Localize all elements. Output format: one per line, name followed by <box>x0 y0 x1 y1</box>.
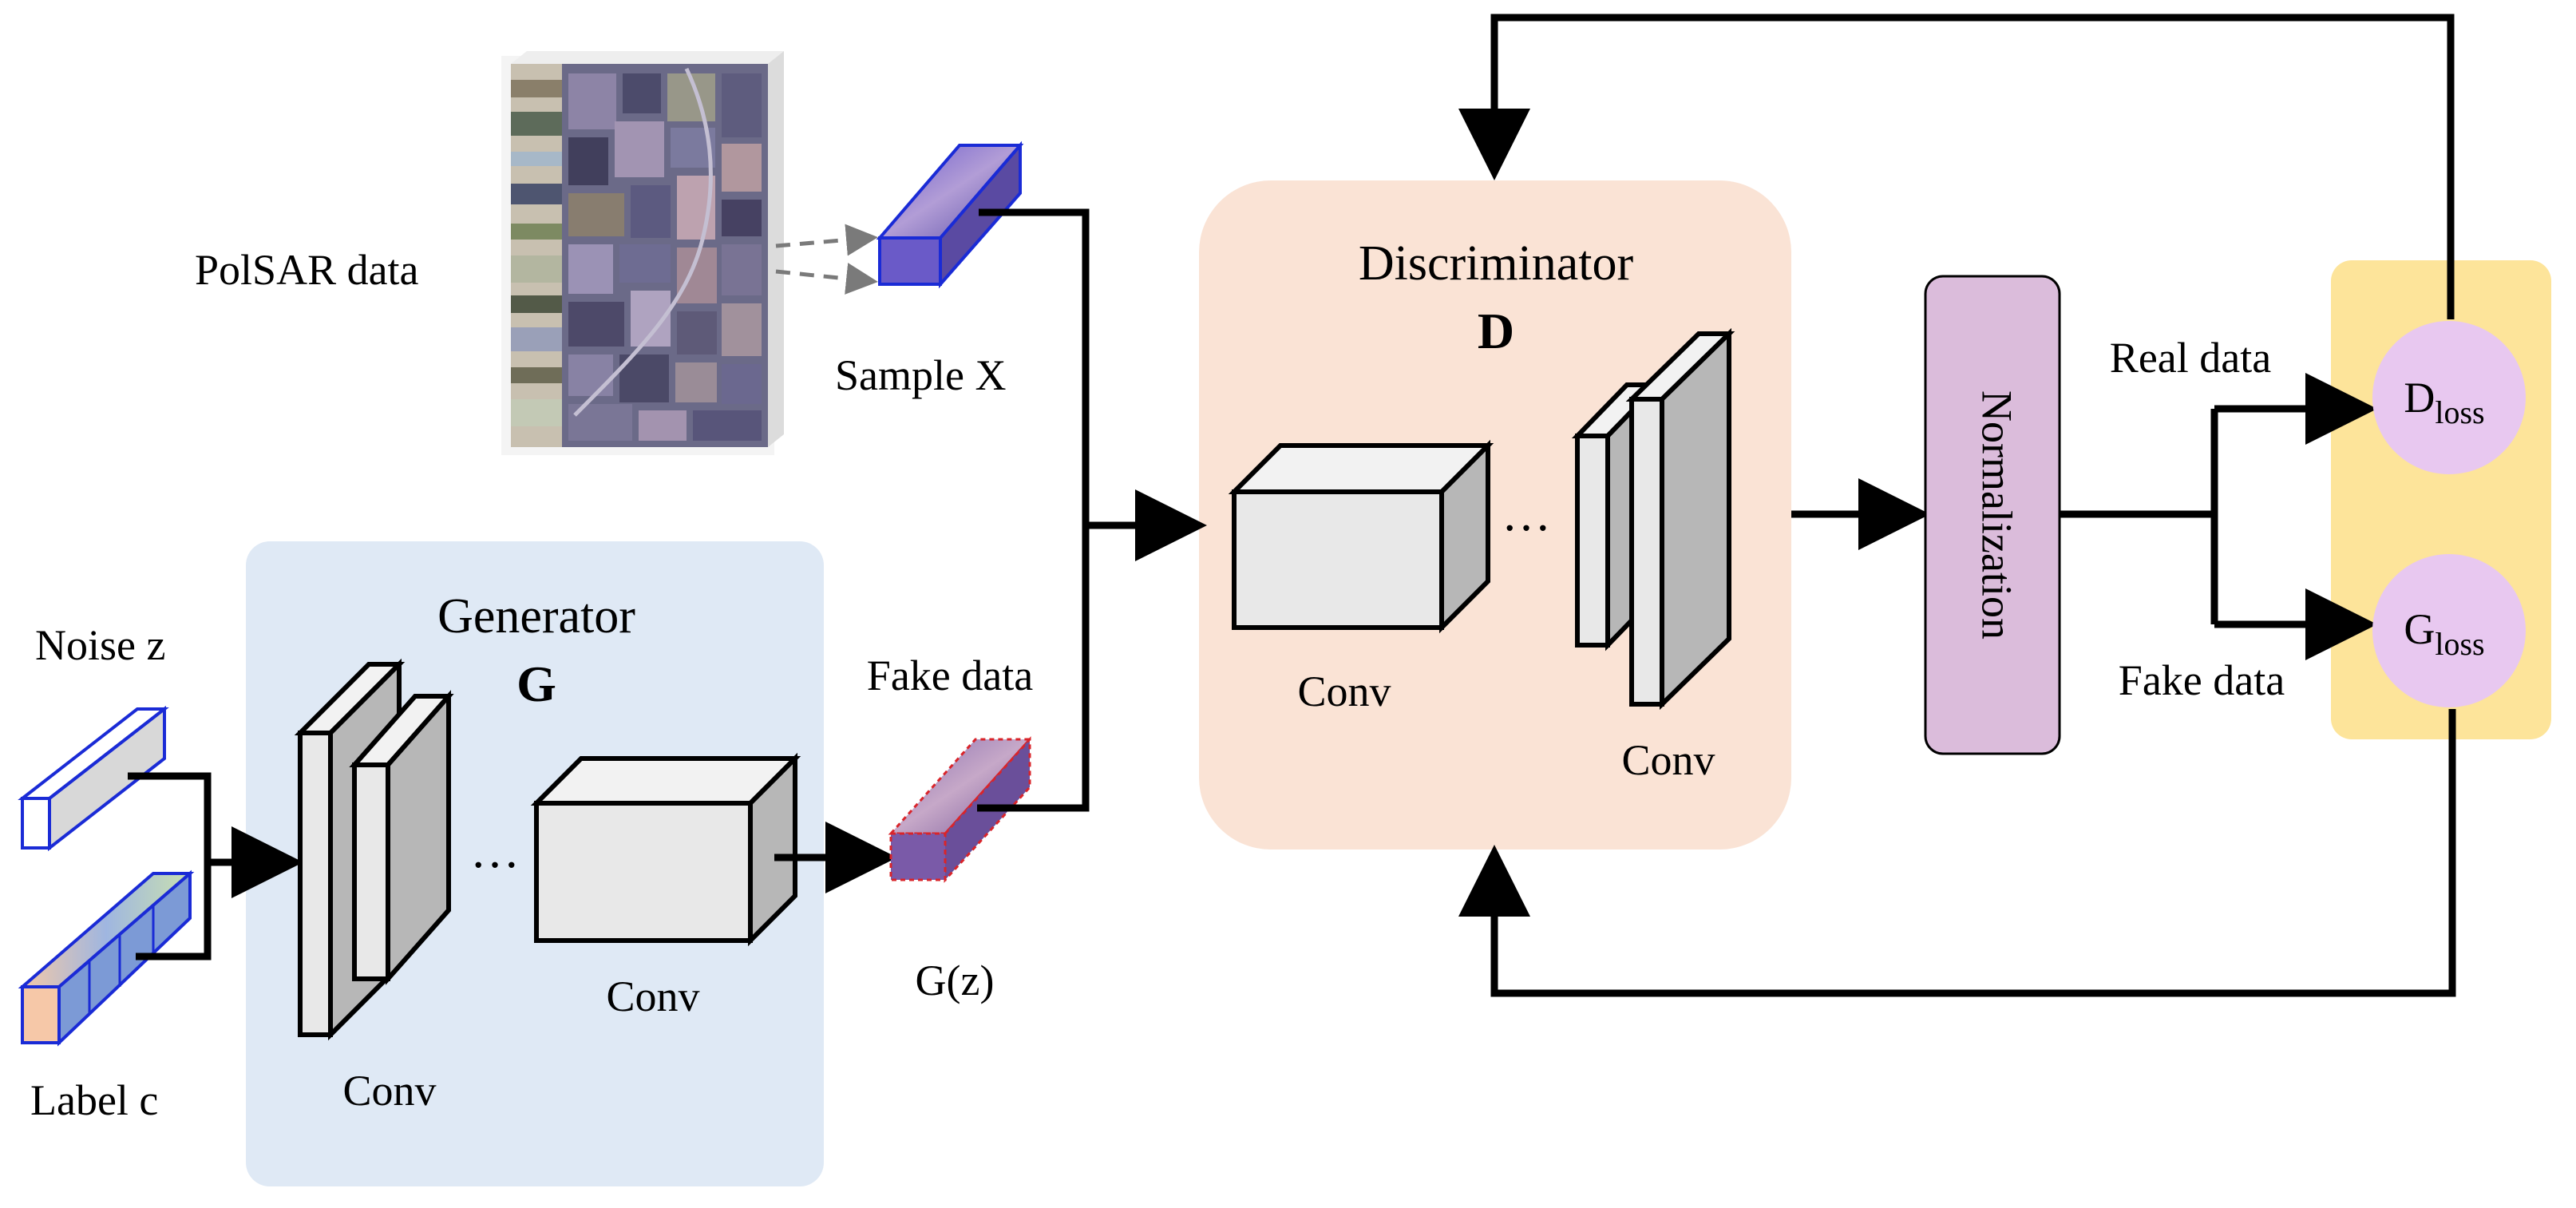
d-loss-sub: loss <box>2435 394 2484 430</box>
g-loss-label: Gloss <box>2404 605 2484 662</box>
polsar-label: PolSAR data <box>195 246 419 294</box>
fake-data-out-label: Fake data <box>2119 656 2285 704</box>
noise-z-prism <box>18 705 169 852</box>
g-loss-sub: loss <box>2435 626 2484 662</box>
sample-to-merge-line <box>977 208 1090 812</box>
d-loss-circle <box>2372 321 2526 474</box>
generator-conv1-label: Conv <box>342 1067 436 1115</box>
generator-title: Generator <box>437 589 635 644</box>
polsar-fields <box>568 67 762 441</box>
d-loss-main: D <box>2404 374 2435 422</box>
label-c-label: Label c <box>30 1076 158 1124</box>
generator-conv-block <box>530 752 801 947</box>
discriminator-conv-layer-2 <box>1625 327 1735 711</box>
dashed-arrow-bottom <box>775 263 878 295</box>
normalization-split-line <box>2060 409 2218 624</box>
dashed-arrow-top <box>775 224 878 256</box>
discriminator-conv2-label: Conv <box>1621 736 1715 784</box>
input-merge-line <box>128 772 212 960</box>
discriminator-conv-block <box>1228 439 1494 634</box>
g-loss-feedback-line <box>1458 709 2456 997</box>
generator-ellipsis: … <box>470 824 520 878</box>
normalization-label: Normalization <box>1973 390 2021 640</box>
generator-symbol: G <box>516 655 556 712</box>
noise-z-label: Noise z <box>35 621 165 669</box>
discriminator-title: Discriminator <box>1359 236 1634 291</box>
g-loss-main: G <box>2404 605 2435 653</box>
sample-x-label: Sample X <box>835 351 1006 399</box>
fake-data-label: Fake data <box>867 652 1033 699</box>
g-loss-circle <box>2372 554 2526 707</box>
discriminator-conv1-label: Conv <box>1297 667 1391 715</box>
discriminator-ellipsis: … <box>1502 487 1551 541</box>
polsar-image-stack <box>501 51 784 455</box>
label-c-prism <box>18 869 195 1047</box>
generator-conv-layer-2 <box>349 690 454 985</box>
d-loss-label: Dloss <box>2404 374 2484 430</box>
polsar-stripes <box>511 64 562 447</box>
generator-conv2-label: Conv <box>606 972 699 1020</box>
real-data-out-label: Real data <box>2110 334 2271 382</box>
d-loss-feedback-line <box>1458 14 2455 319</box>
gz-label: G(z) <box>916 956 995 1004</box>
discriminator-symbol: D <box>1478 303 1514 359</box>
